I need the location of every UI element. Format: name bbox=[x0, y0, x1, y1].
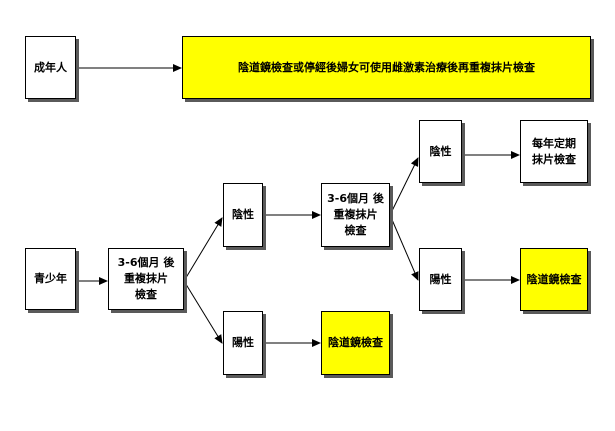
node-annual-smear-label: 每年定期 抹片檢查 bbox=[532, 136, 576, 166]
node-negative-2-label: 陰性 bbox=[429, 144, 452, 158]
node-repeat-smear-2-label: 3-6個月 後 重複抹片 檢查 bbox=[327, 192, 384, 237]
node-adult: 成年人 bbox=[25, 36, 76, 99]
node-negative-2: 陰性 bbox=[419, 120, 462, 183]
node-teen: 青少年 bbox=[25, 248, 76, 310]
node-repeat-smear-1: 3-6個月 後 重複抹片 檢查 bbox=[108, 248, 184, 310]
node-positive-2: 陽性 bbox=[419, 248, 462, 311]
node-adult-colposcopy-result-label: 陰道鏡檢查或停經後婦女可使用雌激素治療後再重複抹片檢查 bbox=[238, 60, 535, 74]
node-positive-1-colposcopy-label: 陰道鏡檢查 bbox=[328, 336, 383, 349]
node-positive-1: 陽性 bbox=[223, 311, 263, 375]
node-positive-1-label: 陽性 bbox=[232, 336, 254, 349]
node-positive-2-label: 陽性 bbox=[429, 272, 452, 286]
node-positive-1-colposcopy: 陰道鏡檢查 bbox=[321, 311, 390, 375]
node-repeat-smear-2: 3-6個月 後 重複抹片 檢查 bbox=[321, 183, 390, 247]
node-repeat-smear-1-label: 3-6個月 後 重複抹片 檢查 bbox=[117, 256, 175, 301]
node-positive-2-colposcopy: 陰道鏡檢查 bbox=[520, 248, 588, 311]
node-adult-label: 成年人 bbox=[34, 60, 67, 74]
node-negative-1-label: 陰性 bbox=[232, 208, 254, 221]
arrow-repeat2-to-neg2 bbox=[389, 157, 419, 216]
arrow-repeat2-to-pos2 bbox=[389, 214, 419, 281]
node-annual-smear: 每年定期 抹片檢查 bbox=[520, 120, 588, 183]
node-adult-colposcopy-result: 陰道鏡檢查或停經後婦女可使用雌激素治療後再重複抹片檢查 bbox=[182, 36, 591, 99]
arrow-repeat1-to-neg1 bbox=[183, 217, 223, 282]
node-positive-2-colposcopy-label: 陰道鏡檢查 bbox=[526, 272, 582, 286]
node-teen-label: 青少年 bbox=[34, 272, 67, 285]
node-negative-1: 陰性 bbox=[223, 183, 263, 247]
arrow-repeat1-to-pos1 bbox=[183, 280, 223, 344]
